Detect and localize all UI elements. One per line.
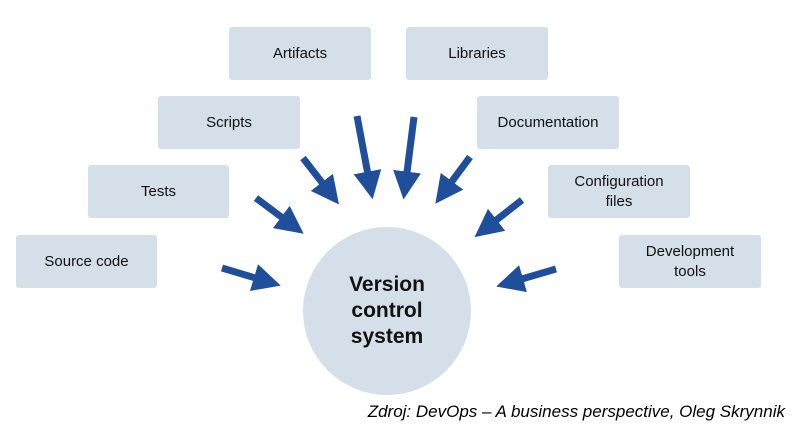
node-libraries: Libraries bbox=[406, 27, 548, 80]
node-source-code: Source code bbox=[16, 235, 157, 288]
arrow-libraries bbox=[393, 116, 421, 200]
node-label: Development tools bbox=[645, 242, 735, 280]
node-tests: Tests bbox=[88, 165, 229, 218]
node-documentation: Documentation bbox=[477, 96, 619, 149]
center-node-version-control-system: Version control system bbox=[303, 227, 471, 395]
node-label: Configuration files bbox=[574, 172, 664, 210]
node-label: Libraries bbox=[448, 44, 506, 62]
arrow-tests bbox=[253, 195, 304, 234]
source-caption: Zdroj: DevOps – A business perspective, … bbox=[367, 402, 785, 421]
arrow-artifacts bbox=[353, 115, 382, 200]
arrow-development-tools bbox=[496, 265, 557, 293]
arrow-configuration-files bbox=[474, 197, 525, 238]
node-artifacts: Artifacts bbox=[229, 27, 371, 80]
arrow-source-code bbox=[220, 264, 281, 291]
node-label: Tests bbox=[140, 182, 176, 200]
node-label: Source code bbox=[44, 252, 129, 270]
node-label: Scripts bbox=[206, 113, 252, 131]
node-configuration-files: Configuration files bbox=[548, 165, 690, 218]
node-label: Documentation bbox=[497, 113, 599, 131]
node-scripts: Scripts bbox=[158, 96, 300, 149]
arrow-scripts bbox=[300, 155, 339, 205]
center-label: Version control system bbox=[349, 273, 425, 348]
node-development-tools: Development tools bbox=[619, 235, 761, 288]
arrow-documentation bbox=[435, 154, 473, 204]
node-label: Artifacts bbox=[272, 44, 328, 62]
